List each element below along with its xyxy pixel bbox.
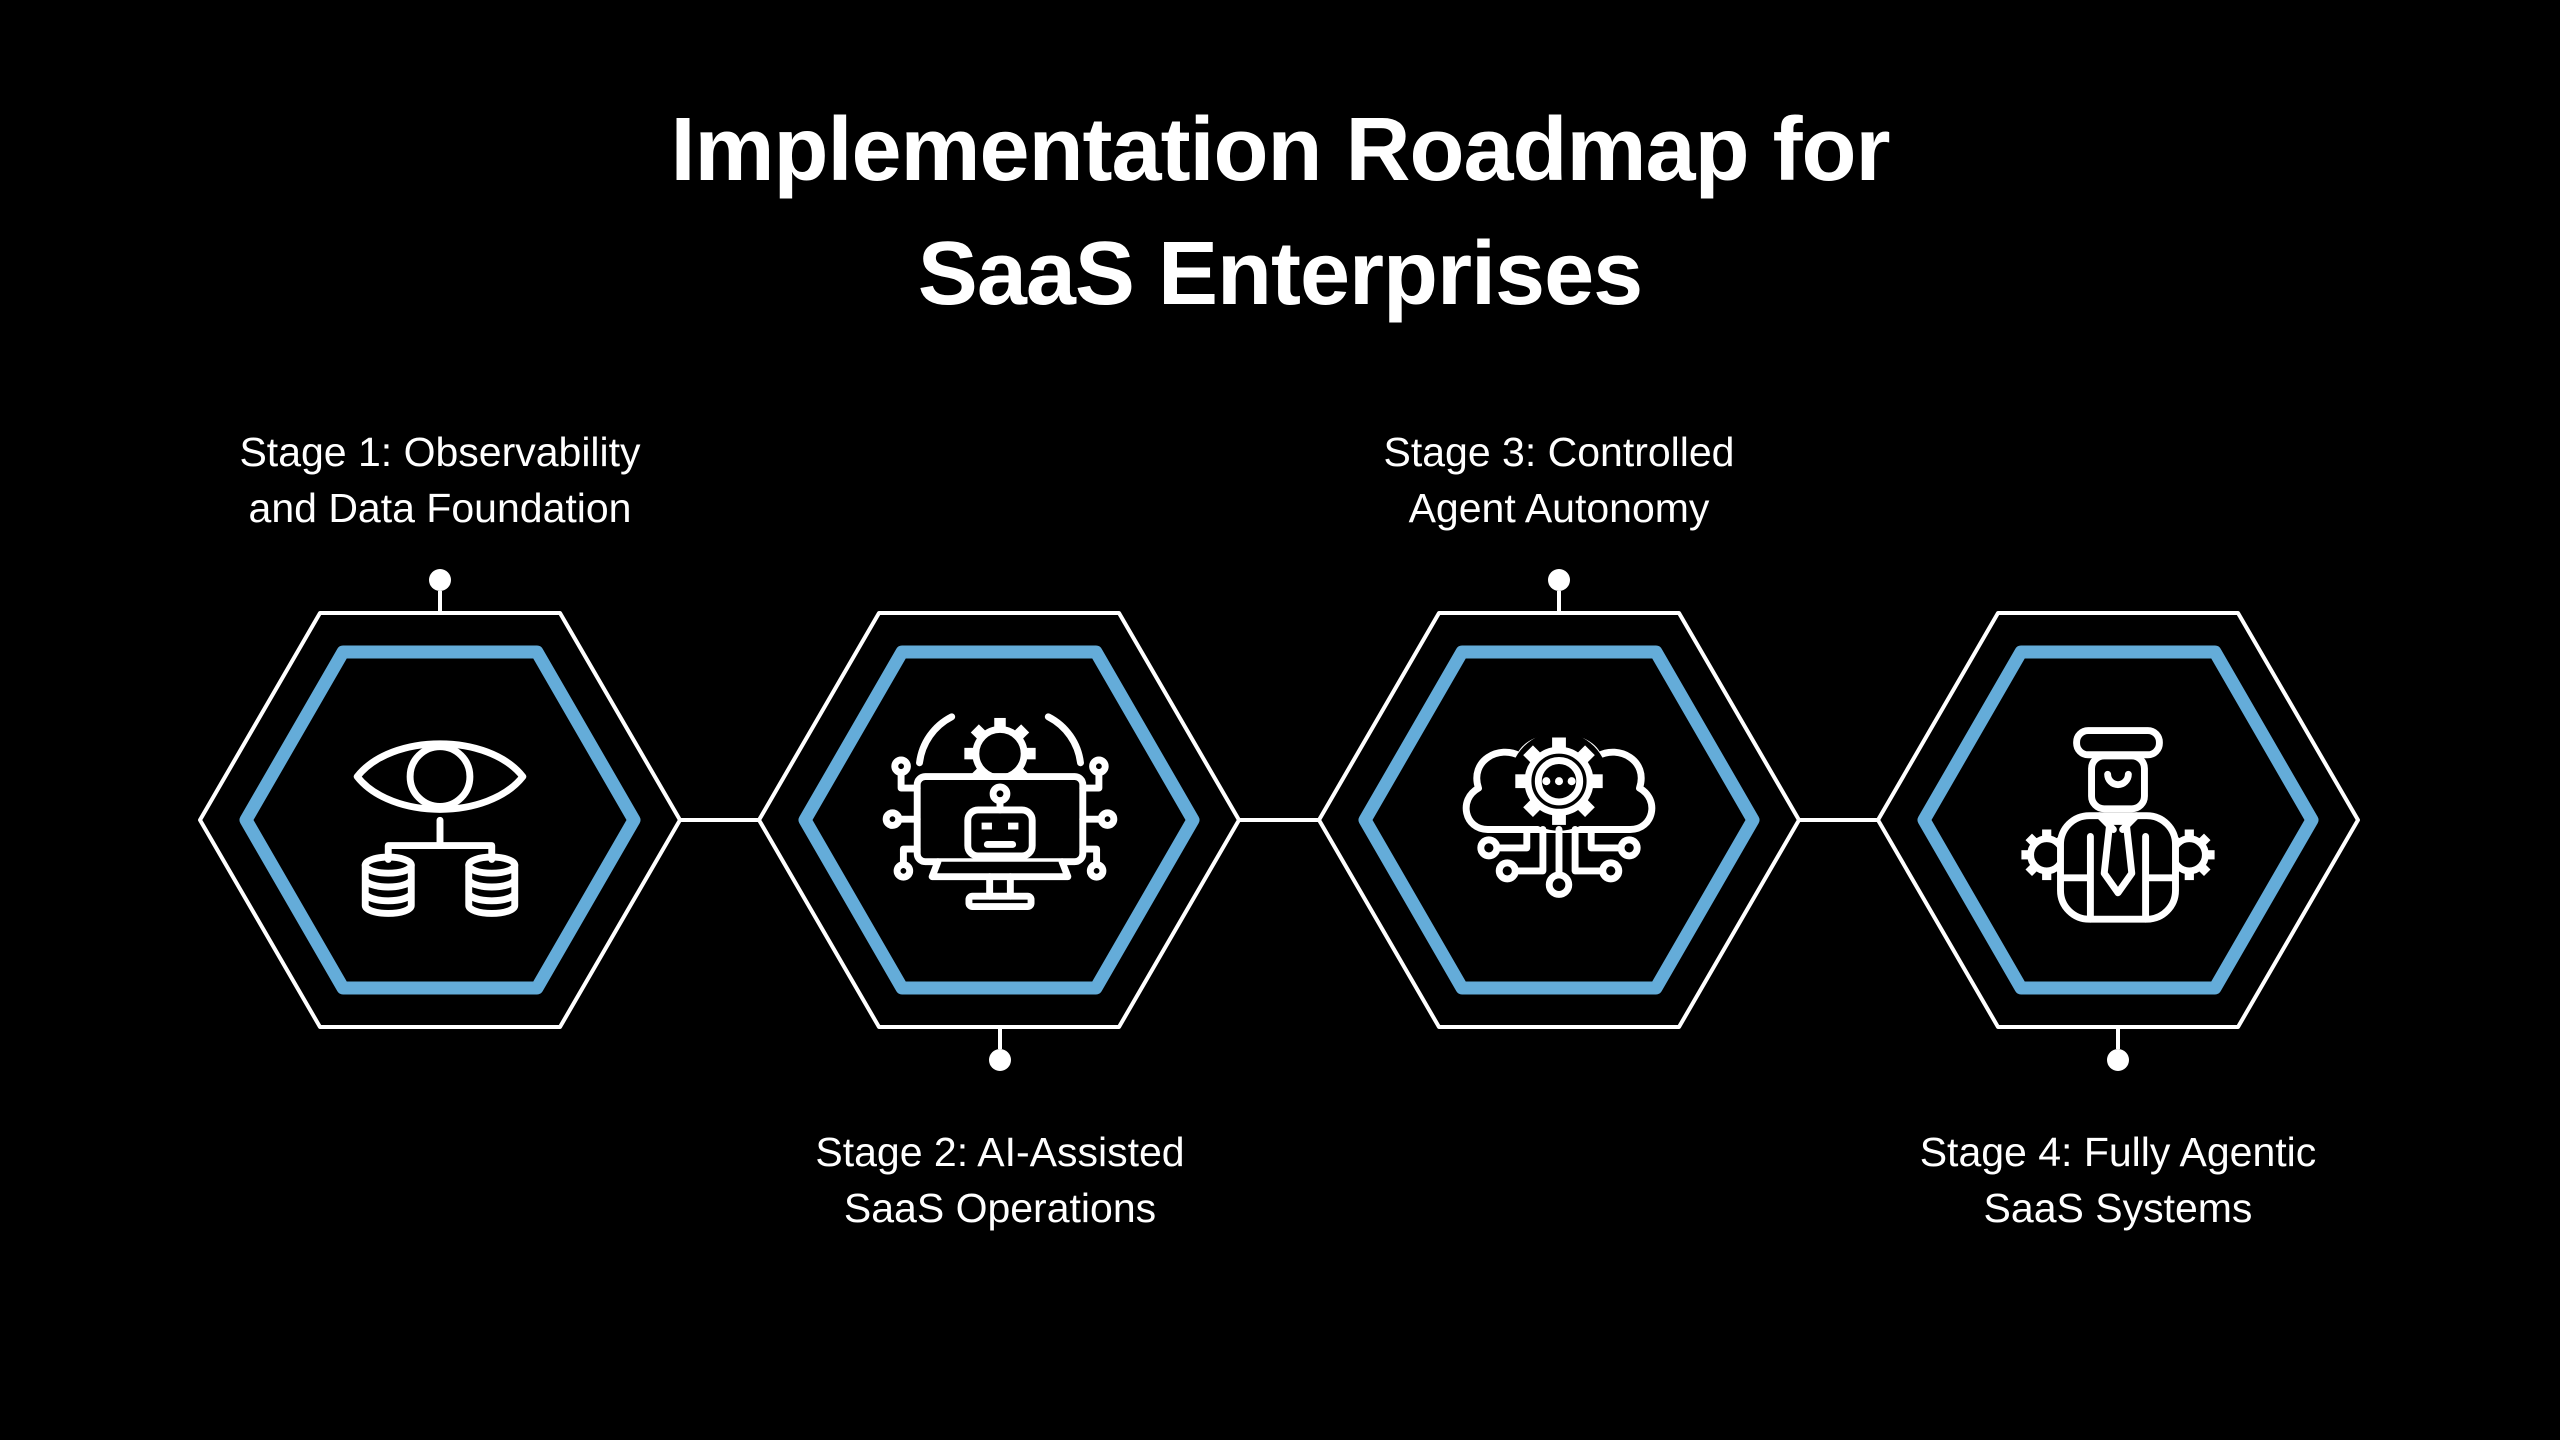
stage-2-outer-hexagon [757,611,1241,1029]
stage-1-hexagon [198,611,682,1029]
stage-1-label-connector [429,569,451,612]
stage-4-accent-hexagon [1917,645,2319,995]
stage-3-label-line2: Agent Autonomy [1408,485,1710,531]
ai-robot-monitor-icon [882,713,1118,910]
stage-4-label-line2: SaaS Systems [1983,1185,2253,1231]
stage-4-label-connector [2107,1028,2129,1071]
page-title-line1: Implementation Roadmap for [670,100,1890,200]
stage-3-label-connector [1548,569,1570,612]
stage-2-label-line2: SaaS Operations [843,1185,1157,1231]
eye-database-icon [353,740,527,917]
stage-3-outer-hexagon [1317,611,1801,1029]
stage-4-connector-dot [2107,1049,2129,1071]
stage-1-label-line1: Stage 1: Observability [239,429,641,475]
stage-4-label: Stage 4: Fully Agentic SaaS Systems [1798,1124,2438,1236]
stage-2-accent-hexagon [798,645,1200,995]
stage-4-label-line1: Stage 4: Fully Agentic [1919,1129,2317,1175]
cloud-gear-chat-icon [1462,731,1656,898]
stage-1-connector-dot [429,569,451,591]
stage-4-outer-hexagon [1876,611,2360,1029]
stage-2-hexagon [757,611,1241,1029]
stage-2-label: Stage 2: AI-Assisted SaaS Operations [680,1124,1320,1236]
stage-1-label-line2: and Data Foundation [248,485,632,531]
manager-gears-icon [2021,727,2215,923]
stage-2-label-line1: Stage 2: AI-Assisted [815,1129,1185,1175]
page-title-line2: SaaS Enterprises [917,224,1643,324]
stage-3-label-line1: Stage 3: Controlled [1383,429,1735,475]
stage-1-outer-hexagon [198,611,682,1029]
stage-1-accent-hexagon [239,645,641,995]
page-title: Implementation Roadmap for SaaS Enterpri… [0,88,2560,336]
stage-3-hexagon [1317,611,1801,1029]
stage-3-connector-dot [1548,569,1570,591]
stage-2-label-connector [989,1028,1011,1071]
stage-4-hexagon [1876,611,2360,1029]
stage-2-connector-dot [989,1049,1011,1071]
stage-1-label: Stage 1: Observability and Data Foundati… [120,424,760,536]
stage-3-accent-hexagon [1358,645,1760,995]
stage-3-label: Stage 3: Controlled Agent Autonomy [1239,424,1879,536]
